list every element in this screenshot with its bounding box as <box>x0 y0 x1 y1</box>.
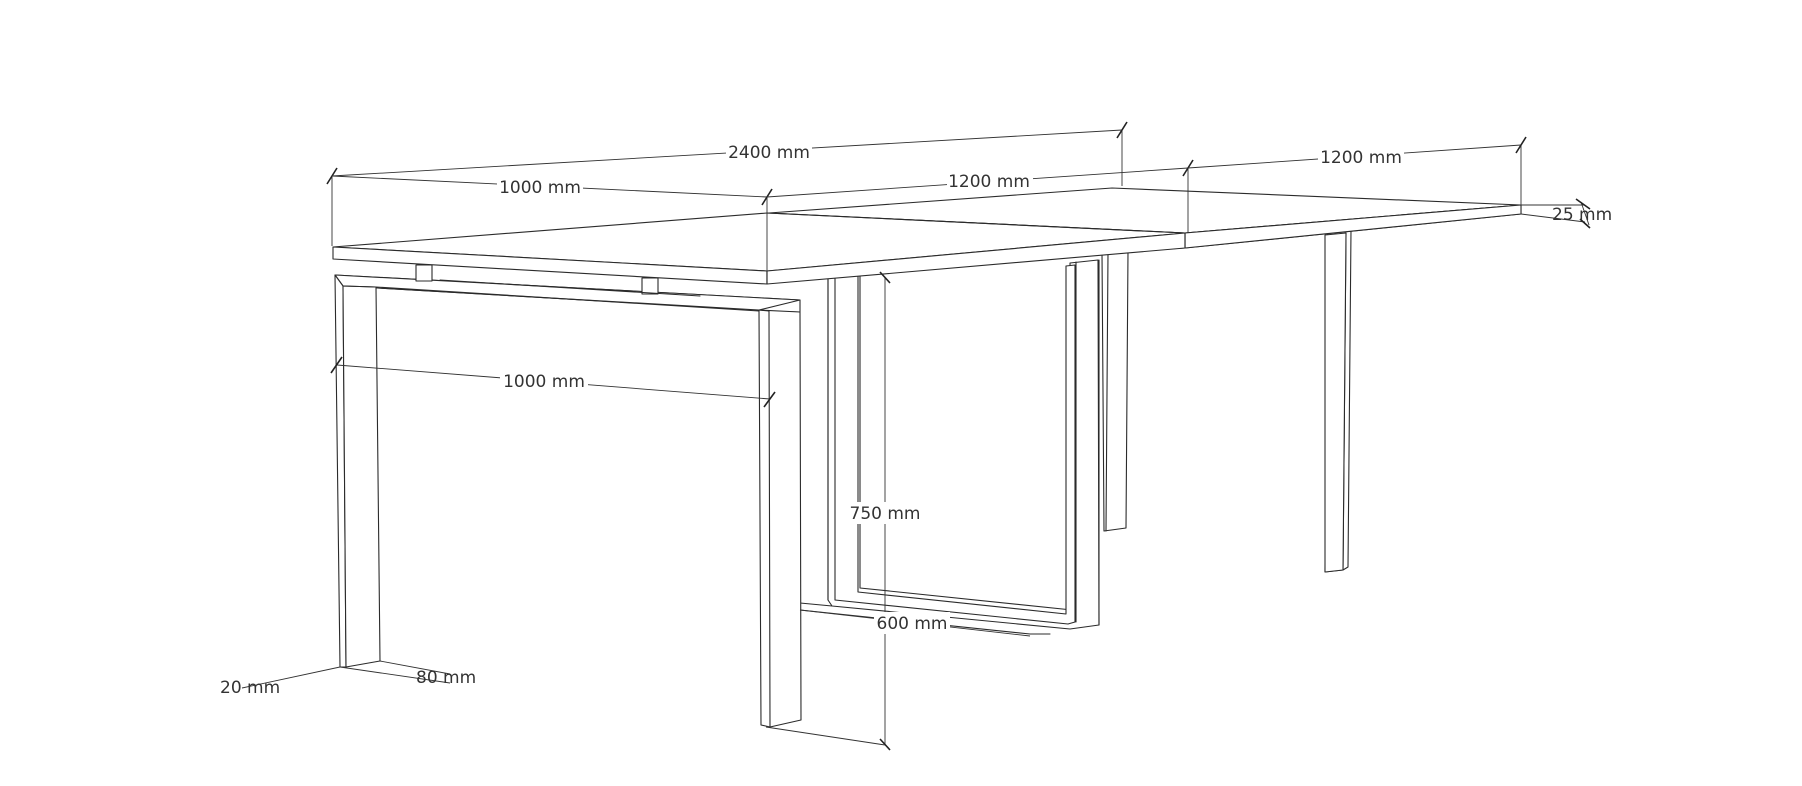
label-module-middle-top: 1200 mm <box>948 172 1030 192</box>
label-leg-frame-width: 1000 mm <box>503 372 585 392</box>
label-leg-width: 80 mm <box>416 668 476 688</box>
left-back-leg <box>758 309 802 728</box>
dimension-labels: 2400 mm 1000 mm 1200 mm 1200 mm 25 mm 10… <box>220 141 1612 698</box>
middle-u-frame <box>799 259 1100 635</box>
far-right-leg <box>1324 229 1352 573</box>
label-leg-thickness: 20 mm <box>220 678 280 698</box>
table-top <box>332 187 1522 285</box>
label-frame-depth: 600 mm <box>877 614 948 634</box>
label-overall-length: 2400 mm <box>728 143 810 163</box>
label-module-right-top: 1200 mm <box>1320 148 1402 168</box>
far-middle-leg <box>1101 250 1129 532</box>
label-height: 750 mm <box>850 504 921 524</box>
left-front-leg <box>334 274 760 668</box>
label-module-left-top: 1000 mm <box>499 178 581 198</box>
label-top-thickness: 25 mm <box>1552 205 1612 225</box>
